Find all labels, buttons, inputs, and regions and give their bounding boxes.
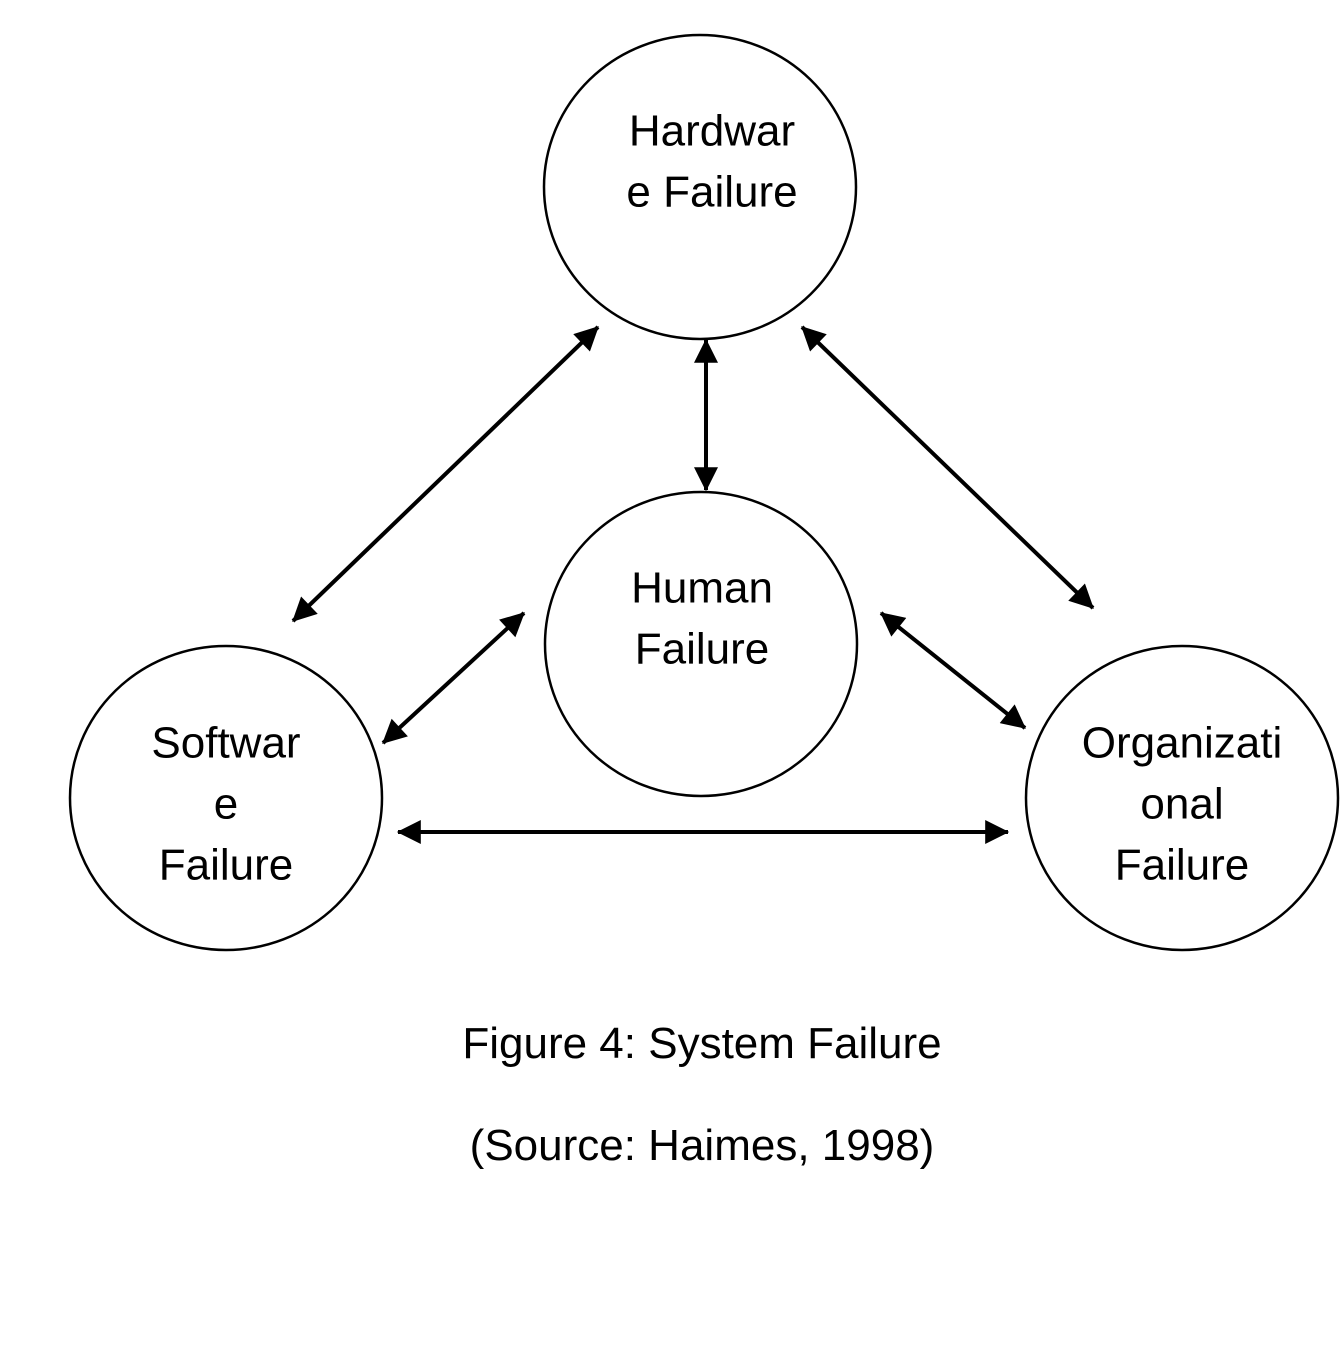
edges-layer <box>291 325 1095 844</box>
edge-hardware-organizational <box>800 325 1095 610</box>
node-human-label-line: Failure <box>635 625 770 674</box>
node-hardware-circle <box>542 33 858 341</box>
node-hardware-label-line: Hardwar <box>629 107 795 156</box>
node-organizational-circle <box>1024 644 1340 952</box>
edge-hardware-software <box>291 325 600 623</box>
node-software-label-line: Failure <box>159 841 294 890</box>
node-organizational-label-line: onal <box>1140 780 1223 829</box>
figure-source: (Source: Haimes, 1998) <box>469 1121 935 1170</box>
node-hardware-label-line: e Failure <box>626 168 797 217</box>
node-hardware: Hardwar e Failure <box>542 33 858 341</box>
node-human-circle <box>543 490 859 798</box>
node-organizational-label-line: Failure <box>1115 841 1250 890</box>
node-software-label-line: e <box>214 780 238 829</box>
node-software-circle <box>68 644 384 952</box>
node-human-label-line: Human <box>631 564 773 613</box>
node-software-label-line: Softwar <box>151 719 300 768</box>
figure-caption: Figure 4: System Failure <box>462 1019 942 1068</box>
edge-human-organizational <box>879 611 1027 730</box>
node-organizational-label-line: Organizati <box>1082 719 1283 768</box>
edge-human-software <box>381 611 526 745</box>
